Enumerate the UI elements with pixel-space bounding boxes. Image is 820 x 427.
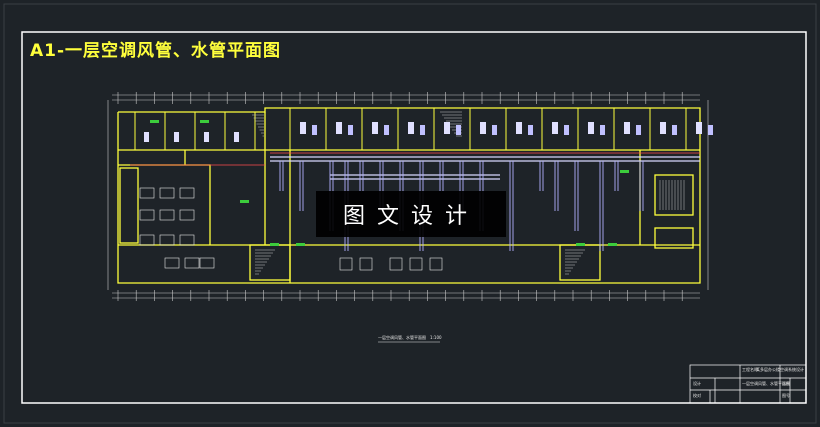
fan-coil-unit [336,122,342,134]
equipment-block [339,257,353,271]
fan-coil-unit [204,132,209,142]
fan-coil-unit [672,125,677,135]
fan-coil-unit [300,122,306,134]
fan-coil-unit [384,125,389,135]
air-diffuser [620,170,629,173]
fan-coil-units [144,122,713,142]
drawing-border [21,31,807,404]
drawing-title: A1-一层空调风管、水管平面图 [30,41,282,61]
fan-coil-unit [144,132,149,142]
air-diffusers [150,120,629,246]
equipment-block [159,209,175,221]
equipment-blocks [139,187,443,271]
air-ducts [270,156,700,180]
fan-coil-unit [564,125,569,135]
equipment-block [179,209,195,221]
equipment-block [159,234,175,246]
fan-coil-unit [696,122,702,134]
fan-coil-unit [234,132,239,142]
fan-coil-unit [444,122,450,134]
title-block-design: 设计 [693,381,701,386]
equipment-block [429,257,443,271]
title-block-number: 图号 [782,393,790,398]
equipment-block [184,257,200,269]
fan-coil-unit [636,125,641,135]
equipment-block [139,209,155,221]
equipment-block [164,257,180,269]
title-block-sheet-name: 一层空调风管、水管平面图 [742,381,790,386]
fan-coil-unit [492,125,497,135]
building-walls [117,107,701,284]
scale-value: 1:100 [430,335,442,340]
top-dimension-lines [112,94,700,101]
watermark-label: 图文设计 [316,191,506,237]
fan-coil-unit [660,122,666,134]
fan-coil-unit [516,122,522,134]
fan-coil-unit [420,125,425,135]
equipment-block [359,257,373,271]
fan-coil-unit [372,122,378,134]
air-diffuser [608,243,617,246]
equipment-block [179,187,195,199]
equipment-block [179,234,195,246]
fan-coil-unit [600,125,605,135]
water-pipes [130,152,700,166]
fan-coil-unit [312,125,317,135]
equipment-block [389,257,403,271]
title-block-label: 工程名称 [742,367,758,372]
bottom-grid-ticks [117,290,683,301]
equipment-block [139,187,155,199]
fan-coil-unit [480,122,486,134]
title-block-scale: 比例 [782,381,790,386]
scale-caption: 一层空调风管、水管平面图 [378,335,426,340]
title-block [689,364,807,404]
fan-coil-unit [552,122,558,134]
fan-coil-unit [528,125,533,135]
fan-coil-unit [624,122,630,134]
fan-coil-unit [588,122,594,134]
air-diffuser [150,120,159,123]
top-grid-ticks [117,92,683,104]
equipment-block [409,257,423,271]
room-partitions [134,108,687,150]
fan-coil-unit [348,125,353,135]
equipment-block [199,257,215,269]
air-diffuser [296,243,305,246]
fan-coil-unit [174,132,179,142]
fan-coil-unit [408,122,414,134]
title-block-check: 校对 [693,393,701,398]
air-diffuser [270,243,279,246]
outer-frame [3,3,817,424]
air-diffuser [240,200,249,203]
fan-coil-unit [456,125,461,135]
fan-coil-unit [708,125,713,135]
air-diffuser [576,243,585,246]
title-block-project: 某多层办公楼空调系统设计 [756,367,804,372]
air-diffuser [200,120,209,123]
equipment-block [139,234,155,246]
equipment-block [159,187,175,199]
bottom-dimension-lines [112,292,700,299]
